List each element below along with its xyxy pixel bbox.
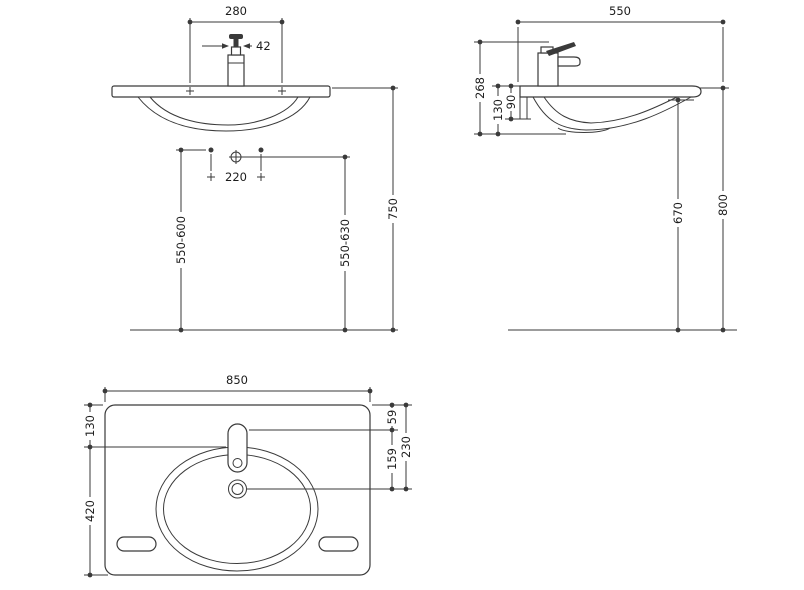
dim-top-width: 850 [102, 373, 373, 402]
dim-side-depth: 550 [515, 4, 726, 82]
dim-front-tap-spacing: 280 [187, 4, 285, 83]
dim-label-front-tap-width: 42 [256, 39, 271, 53]
washbasin-side-outline [519, 85, 702, 133]
faucet-side [537, 42, 581, 87]
dim-label-front-drain-height: 550-630 [338, 219, 352, 267]
dim-side-underside-height: 670 [668, 97, 694, 333]
dim-front-mount-height: 550-600 [173, 147, 206, 333]
washbasin-front-outline [111, 85, 331, 132]
dim-label-side-depth: 550 [609, 4, 631, 18]
dim-label-front-hole-spacing: 220 [225, 170, 247, 184]
faucet-top [227, 423, 248, 473]
mounting-holes-front [208, 147, 264, 171]
dim-label-top-bowl-depth: 420 [83, 500, 97, 522]
dim-label-side-apron-height: 130 [491, 99, 505, 121]
dim-label-front-tap-spacing: 280 [225, 4, 247, 18]
dim-label-side-rim-height: 800 [716, 194, 730, 216]
dim-label-top-tap-to-drain: 159 [385, 448, 399, 470]
dim-label-side-overall-height: 268 [473, 77, 487, 99]
top-view: 850 130 420 [82, 373, 414, 578]
front-view: 280 42 220 [111, 4, 401, 333]
side-view: 550 268 130 [472, 4, 737, 333]
dim-label-front-mount-height: 550-600 [174, 216, 188, 264]
dim-top-ledge-depth: 130 [82, 402, 226, 450]
dim-top-back-to-drain: 230 [247, 402, 414, 492]
dim-side-overall-height: 268 [472, 39, 566, 137]
grip-slot-right [318, 536, 359, 552]
grip-slot-left [116, 536, 157, 552]
dim-side-bracket-height: 90 [503, 83, 531, 122]
dim-label-top-back-to-drain: 230 [399, 436, 413, 458]
dim-front-drain-height: 550-630 [243, 154, 353, 333]
dim-label-top-width: 850 [226, 373, 248, 387]
drain-symbol-front [229, 150, 243, 164]
dim-front-tap-width: 42 [202, 39, 271, 53]
dim-top-back-to-tap: 59 [249, 402, 412, 433]
faucet-front [227, 34, 245, 87]
dim-label-side-bracket-height: 90 [504, 95, 518, 110]
dim-label-side-underside-height: 670 [671, 202, 685, 224]
dim-side-apron-height: 130 [490, 83, 520, 137]
dim-label-top-ledge-depth: 130 [83, 415, 97, 437]
dim-top-tap-to-drain: 159 [384, 430, 400, 492]
dim-side-rim-height: 800 [700, 85, 731, 333]
dim-label-front-rim-height: 750 [386, 198, 400, 220]
dim-label-top-back-to-tap: 59 [385, 410, 399, 425]
dim-front-rim-height: 750 [332, 85, 401, 333]
drain-top [228, 479, 247, 499]
dim-front-hole-spacing: 220 [207, 170, 265, 184]
dim-top-bowl-depth: 420 [82, 447, 108, 578]
